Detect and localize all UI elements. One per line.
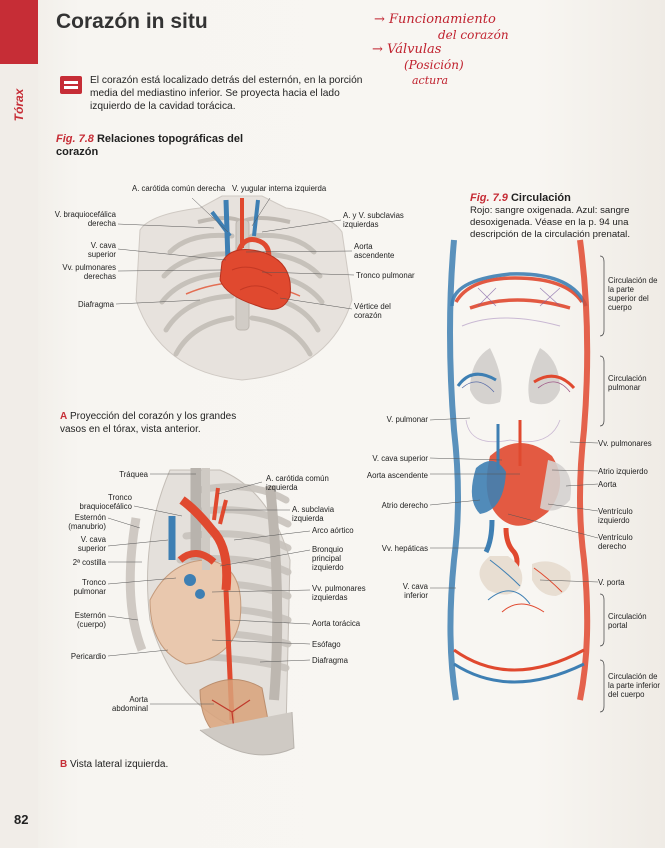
label-a-diafragma: Diafragma xyxy=(78,300,114,309)
panel-b-caption-text: Vista lateral izquierda. xyxy=(70,759,169,770)
fig79-title: Circulación xyxy=(510,192,571,204)
label-c-atrio-der: Atrio derecho xyxy=(381,501,428,510)
section-tab xyxy=(0,0,38,64)
label-b-subclavia-izq: A. subclavia izquierda xyxy=(292,505,335,523)
label-b-tronco-pulm: Tronco pulmonar xyxy=(73,578,106,596)
panel-a-illustration xyxy=(135,195,353,381)
label-c-aorta-asc: Aorta ascendente xyxy=(366,471,428,480)
label-b-aorta-abd: Aorta abdominal xyxy=(112,695,148,713)
label-b-costilla: 2ª costilla xyxy=(72,558,106,567)
panel-b-letter: B xyxy=(60,759,68,770)
label-b-arco: Arco aórtico xyxy=(312,526,354,535)
label-a-yugular: V. yugular interna izquierda xyxy=(232,184,327,193)
label-c-aorta: Aorta xyxy=(598,480,617,489)
label-c-v-porta: V. porta xyxy=(598,578,625,587)
pointer-hand-icon xyxy=(60,76,82,94)
label-b-pericardio: Pericardio xyxy=(70,652,106,661)
fig78-number: Fig. 7.8 xyxy=(56,133,94,145)
intro-paragraph: El corazón está localizado detrás del es… xyxy=(90,75,363,112)
label-c-ventr-izq: Ventrículo izquierdo xyxy=(598,507,633,525)
label-a-braquiocefalica: V. braquiocefálica derecha xyxy=(54,210,116,228)
label-c-v-pulmonar: V. pulmonar xyxy=(386,415,428,424)
page-title: Corazón in situ xyxy=(56,10,208,33)
handwritten-note-2: del corazón xyxy=(438,28,509,42)
panel-a-caption: A Proyección del corazón y los grandes v… xyxy=(60,411,260,436)
fig79-caption: Fig. 7.9 Circulación xyxy=(470,192,571,205)
label-a-subclavias: A. y V. subclavias izquierdas xyxy=(343,211,404,229)
fig79-number: Fig. 7.9 xyxy=(470,192,508,204)
label-b-tronco-braq: Tronco braquiocefálico xyxy=(79,493,132,511)
label-b-diafragma: Diafragma xyxy=(312,656,348,665)
handwritten-note-5: actura xyxy=(412,74,449,87)
label-c-circ-sup: Circulación de la parte superior del cue… xyxy=(608,276,658,312)
panel-a-caption-text: Proyección del corazón y los grandes vas… xyxy=(60,411,237,435)
label-c-circ-pulm: Circulación pulmonar xyxy=(608,374,647,392)
label-a-tronco: Tronco pulmonar xyxy=(356,271,415,280)
panel-a-leaders xyxy=(115,197,355,310)
label-c-atrio-izq: Atrio izquierdo xyxy=(598,467,648,476)
label-b-esternon-cuerpo: Esternón (cuerpo) xyxy=(74,611,106,629)
label-c-ventr-der: Ventrículo derecho xyxy=(598,533,633,551)
page-number: 82 xyxy=(14,812,29,827)
label-c-circ-inf: Circulación de la parte inferior del cue… xyxy=(608,672,661,699)
label-b-cava-sup: V. cava superior xyxy=(77,535,106,553)
panel-a-letter: A xyxy=(60,411,68,422)
label-c-cava-inf: V. cava inferior xyxy=(402,582,428,600)
label-a-pulmonares-der: Vv. pulmonares derechas xyxy=(62,263,116,281)
panel-b-leaders xyxy=(107,473,311,705)
fig79-description: Rojo: sangre oxigenada. Azul: sangre des… xyxy=(470,205,630,240)
panel-b-illustration xyxy=(125,468,295,756)
label-a-vertice: Vértice del corazón xyxy=(354,302,391,320)
label-c-vv-pulmonares: Vv. pulmonares xyxy=(598,439,652,448)
label-c-cava-sup: V. cava superior xyxy=(372,454,428,463)
fig79-brackets xyxy=(599,255,605,713)
panel-b-caption: B Vista lateral izquierda. xyxy=(60,759,260,772)
label-b-bronquio: Bronquio principal izquierdo xyxy=(312,545,344,572)
label-a-carotida: A. carótida común derecha xyxy=(132,184,226,193)
label-b-aorta-tor: Aorta torácica xyxy=(312,619,361,628)
fig79-leaders xyxy=(429,417,599,589)
handwritten-note-1: → Funcionamiento xyxy=(374,12,496,27)
label-c-hepaticas: Vv. hepáticas xyxy=(381,544,428,553)
circulation-diagram xyxy=(447,239,591,701)
label-b-pulm-izq: Vv. pulmonares izquierdas xyxy=(312,584,366,602)
sidebar-strip xyxy=(0,0,38,848)
label-b-carotida-izq: A. carótida común izquierda xyxy=(266,474,329,492)
label-b-esternon-man: Esternón (manubrio) xyxy=(68,513,106,531)
label-b-traquea: Tráquea xyxy=(119,470,148,479)
label-b-esofago: Esófago xyxy=(312,640,341,649)
label-a-cava-sup: V. cava superior xyxy=(87,241,116,259)
label-a-aorta-asc: Aorta ascendente xyxy=(354,242,395,260)
handwritten-note-4: (Posición) xyxy=(404,58,464,72)
label-c-circ-portal: Circulación portal xyxy=(608,612,647,630)
handwritten-note-3: → Válvulas xyxy=(372,42,442,57)
fig78-caption: Fig. 7.8 Relaciones topográficas del cor… xyxy=(56,133,256,159)
fig78-title: Relaciones topográficas del corazón xyxy=(56,133,244,158)
